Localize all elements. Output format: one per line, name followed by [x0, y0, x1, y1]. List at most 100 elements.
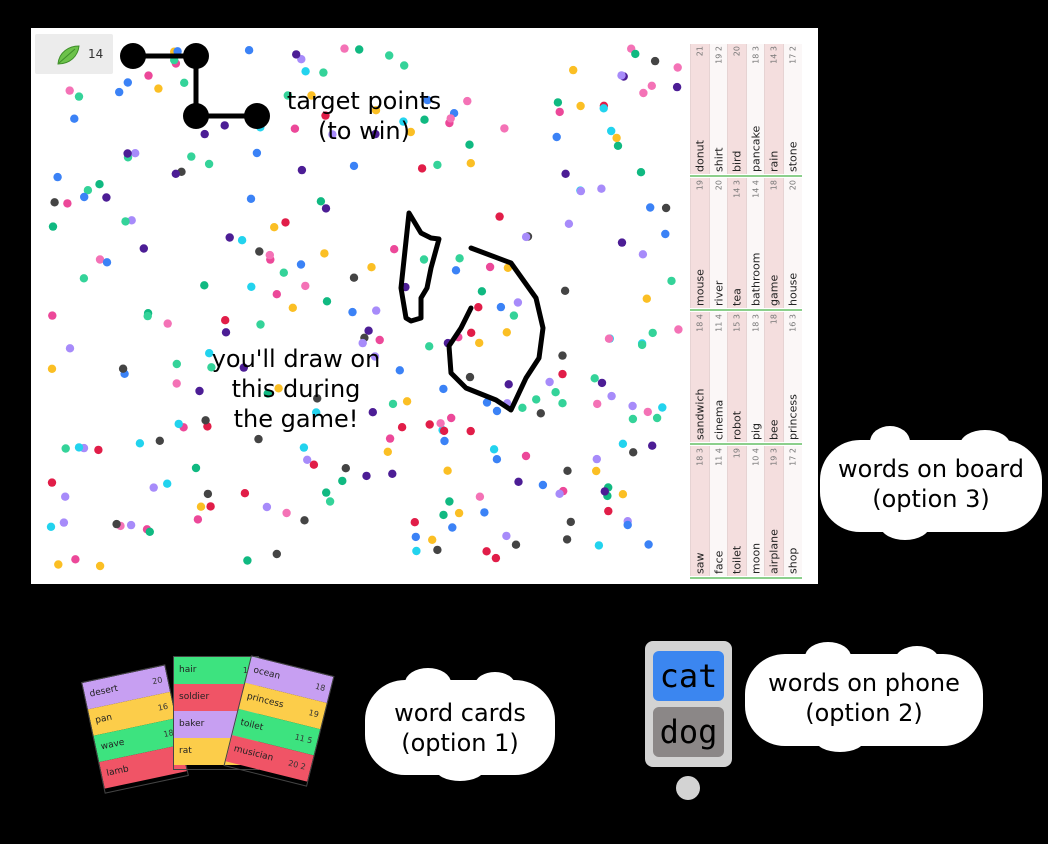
board-dot[interactable]	[79, 274, 89, 283]
board-dot[interactable]	[639, 88, 648, 98]
board-dot[interactable]	[428, 535, 437, 544]
board-dot[interactable]	[465, 140, 474, 149]
board-dot[interactable]	[322, 488, 331, 497]
board-dot[interactable]	[207, 363, 216, 372]
board-dot[interactable]	[95, 255, 105, 264]
board-dot[interactable]	[658, 403, 667, 412]
board-dot[interactable]	[65, 86, 74, 95]
board-dot[interactable]	[674, 325, 683, 334]
board-dot[interactable]	[594, 541, 604, 550]
board-dot[interactable]	[661, 203, 671, 213]
board-dot[interactable]	[328, 130, 337, 139]
board-dot[interactable]	[272, 290, 281, 299]
board-dot[interactable]	[628, 414, 638, 424]
board-dot[interactable]	[221, 328, 231, 337]
board-dot[interactable]	[399, 117, 408, 126]
board-dot[interactable]	[102, 193, 111, 202]
board-dot[interactable]	[551, 388, 560, 397]
board-dot[interactable]	[61, 444, 70, 453]
board-dot[interactable]	[532, 395, 541, 404]
board-dot[interactable]	[300, 516, 309, 525]
board-dot[interactable]	[71, 555, 80, 564]
board-dot[interactable]	[555, 489, 564, 498]
board-dot[interactable]	[607, 391, 616, 401]
board-dot[interactable]	[463, 96, 472, 106]
board-dot[interactable]	[256, 320, 265, 329]
board-dot[interactable]	[288, 303, 297, 312]
board-dot[interactable]	[661, 229, 670, 239]
board-dot[interactable]	[74, 443, 84, 452]
board-dot[interactable]	[74, 92, 84, 101]
board-dot[interactable]	[492, 455, 502, 464]
board-dot[interactable]	[139, 244, 148, 253]
board-dot[interactable]	[648, 441, 657, 450]
board-dot[interactable]	[321, 111, 330, 120]
board-dot[interactable]	[187, 152, 196, 161]
board-dot[interactable]	[576, 186, 586, 196]
board-dot[interactable]	[412, 546, 421, 556]
board-dot[interactable]	[112, 519, 121, 529]
board-dot[interactable]	[419, 255, 429, 264]
board-dot[interactable]	[225, 233, 234, 242]
board-dot[interactable]	[61, 492, 70, 501]
board-dot[interactable]	[65, 344, 75, 353]
board-dot[interactable]	[617, 71, 626, 80]
board-dot[interactable]	[371, 106, 381, 115]
board-dot[interactable]	[362, 471, 371, 481]
board-dot[interactable]	[303, 455, 312, 464]
board-dot[interactable]	[445, 497, 454, 506]
board-dot[interactable]	[503, 263, 513, 272]
board-dot[interactable]	[54, 560, 63, 569]
board-dot[interactable]	[618, 490, 628, 499]
board-dot[interactable]	[521, 451, 531, 461]
board-dot[interactable]	[94, 445, 103, 455]
board-dot[interactable]	[282, 508, 291, 518]
board-dot[interactable]	[312, 408, 321, 417]
board-dot[interactable]	[518, 403, 527, 412]
board-dot[interactable]	[174, 419, 183, 429]
board-dot[interactable]	[631, 49, 640, 59]
board-dot[interactable]	[48, 311, 57, 320]
board-dot[interactable]	[502, 531, 511, 541]
board-dot[interactable]	[562, 535, 572, 544]
phone-home-button[interactable]	[676, 776, 700, 800]
board-dot[interactable]	[597, 184, 606, 193]
board-dot[interactable]	[454, 508, 464, 518]
board-dot[interactable]	[650, 56, 660, 66]
board-dot[interactable]	[247, 282, 256, 291]
board-dot[interactable]	[126, 520, 136, 530]
board-dot[interactable]	[489, 445, 499, 454]
board-dot[interactable]	[496, 302, 506, 312]
board-dot[interactable]	[95, 561, 105, 571]
board-dot[interactable]	[667, 276, 676, 286]
board-dot[interactable]	[492, 406, 502, 416]
board-dot[interactable]	[48, 222, 58, 231]
board-dot[interactable]	[191, 463, 201, 473]
board-dot[interactable]	[173, 47, 182, 56]
board-dot[interactable]	[221, 316, 230, 325]
board-dot[interactable]	[193, 515, 203, 524]
board-dot[interactable]	[83, 186, 93, 195]
board-dot[interactable]	[440, 436, 449, 446]
board-dot[interactable]	[322, 297, 332, 306]
board-dot[interactable]	[301, 281, 310, 291]
board-dot[interactable]	[629, 448, 638, 457]
board-dot[interactable]	[63, 199, 72, 208]
board-dot[interactable]	[349, 161, 359, 171]
board-dot[interactable]	[553, 98, 563, 107]
board-dot[interactable]	[513, 298, 523, 307]
board-dot[interactable]	[576, 101, 585, 111]
board-dot[interactable]	[628, 401, 637, 411]
board-dot[interactable]	[647, 81, 656, 90]
board-dot[interactable]	[172, 359, 181, 369]
board-dot[interactable]	[170, 55, 179, 65]
board-dot[interactable]	[480, 508, 489, 517]
board-dot[interactable]	[552, 132, 561, 142]
